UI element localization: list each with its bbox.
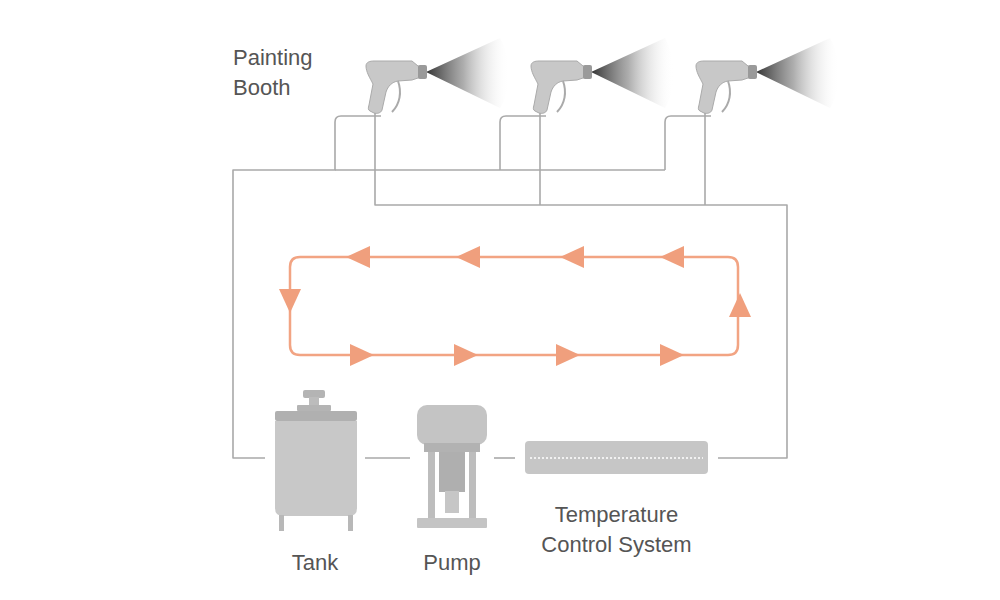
temperature-unit-shape (515, 436, 718, 480)
pump-shape (410, 400, 494, 532)
tank-node: Tank (265, 388, 369, 578)
flow-direction-loop (279, 246, 751, 366)
spray-gun (665, 38, 839, 122)
spray-gun (335, 38, 509, 122)
pump-label: Pump (410, 548, 494, 578)
booth-piping (335, 122, 705, 205)
pipe-connector (233, 122, 335, 458)
pump-node: Pump (410, 400, 498, 578)
tank-shape (265, 388, 365, 533)
tank-label: Tank (265, 548, 365, 578)
booth-area-label: Painting Booth (233, 43, 333, 103)
booth-region: Painting Booth (225, 40, 815, 122)
temperature-control-node: Temperature Control System (515, 436, 718, 560)
spray-gun (500, 38, 674, 122)
pipe-connector (365, 457, 410, 459)
temperature-unit-label: Temperature Control System (527, 500, 707, 560)
pipe-connector (375, 122, 787, 458)
pipe-connector (494, 457, 515, 459)
